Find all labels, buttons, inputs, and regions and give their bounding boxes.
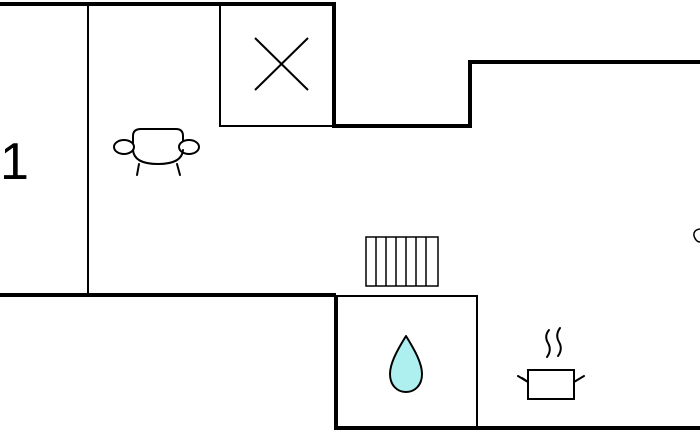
bathroom-outline [336,295,478,428]
steam-left [545,329,551,358]
edge-icon-partial [693,228,700,243]
upper-wall [0,2,700,128]
room-number-label: 1 [0,133,29,191]
steam-right [556,327,562,357]
sofa-icon [113,128,200,176]
void-box-outline [219,4,334,127]
radiator-icon [365,236,439,287]
partitions [87,4,478,428]
water-drop-icon [389,335,423,393]
lower-wall-right [334,295,700,430]
cooking-pot-icon [517,327,585,400]
cross-icon [254,37,309,91]
